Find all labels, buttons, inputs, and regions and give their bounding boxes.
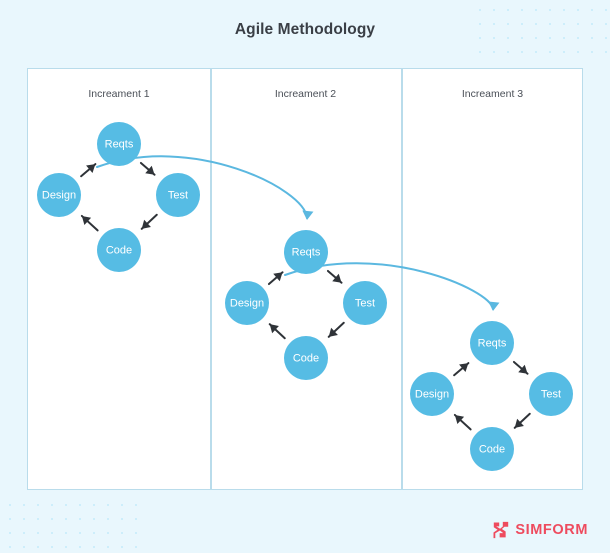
page-title: Agile Methodology	[234, 21, 376, 38]
brand-wordmark: SIMFORM	[515, 522, 588, 538]
column-header-increment-2: Increament 2	[274, 88, 337, 100]
brand-footer: SIMFORM	[492, 521, 588, 539]
column-header-increment-3: Increament 3	[461, 88, 524, 100]
column-header-increment-1: Increament 1	[88, 88, 150, 100]
simform-logo-icon	[493, 521, 509, 539]
column-divider-2	[401, 69, 403, 489]
dot-pattern-bottom-left-icon	[0, 495, 140, 553]
increments-board: Increament 1 Increament 2 Increament 3	[27, 68, 583, 490]
column-divider-1	[210, 69, 212, 489]
